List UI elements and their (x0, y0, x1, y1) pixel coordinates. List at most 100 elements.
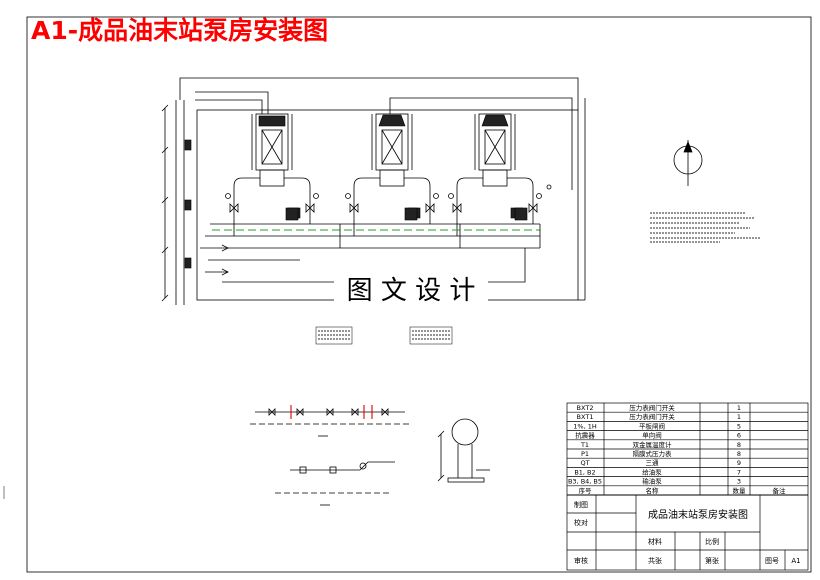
header-note: 备注 (773, 486, 787, 495)
legend-frame (315, 326, 353, 345)
pump-base (379, 169, 405, 187)
part-code: 抗震器 (575, 431, 595, 440)
pump-unit-3 (448, 113, 542, 236)
dimension-tick (161, 294, 169, 302)
dimension-tick (161, 104, 169, 112)
pump-unit-1 (225, 113, 319, 236)
motor-cross (381, 129, 403, 165)
valve-icon (229, 203, 239, 213)
part-code: QT (580, 459, 589, 467)
part-qty: 8 (737, 441, 741, 449)
dimension-tick (437, 430, 445, 438)
title-block-text: 制图 校对 审核 成品油末站泵房安装图 材料 比例 共张 第张 图号 A1 (574, 500, 801, 565)
part-code: B1, B2 (574, 468, 595, 476)
valve-icon (305, 203, 315, 213)
part-name: 压力表阀门开关 (629, 412, 675, 421)
motor-cross (484, 129, 506, 165)
pump-base (259, 169, 285, 187)
part-code: B3, B4, B5 (568, 478, 602, 486)
motor-box (381, 129, 403, 165)
part-qty: 7 (737, 468, 741, 476)
discharge-pipe (284, 177, 311, 224)
valve-icon (296, 408, 304, 416)
support-base (447, 477, 485, 483)
approved-label: 审核 (574, 556, 588, 565)
pump-room-plan (161, 77, 586, 305)
part-code: P1 (581, 450, 589, 458)
pump-base (482, 169, 508, 187)
gauge-icon (536, 193, 542, 199)
suction-pipe (456, 177, 483, 236)
drawing-no: A1 (791, 557, 800, 565)
part-qty: 1 (737, 404, 741, 412)
drawing-name: 成品油末站泵房安装图 (648, 508, 748, 521)
suction-pipe (353, 177, 380, 236)
dimension-tick (161, 146, 169, 154)
pump-cap (378, 114, 406, 127)
part-qty: 3 (737, 478, 741, 486)
part-code: T1 (580, 441, 589, 449)
north-arrow-icon (683, 140, 693, 153)
flow-arrow-icon (221, 244, 229, 252)
filter-icon (285, 207, 299, 221)
outlet-pipe (389, 97, 573, 190)
part-qty: 6 (737, 432, 741, 440)
fitting-icon (299, 466, 307, 474)
watermark-text: 图 文 设 计 (347, 276, 476, 306)
part-code: 1%, 1H (573, 422, 597, 430)
part-name: 三通 (646, 458, 660, 467)
part-name: 双金属温度计 (633, 440, 673, 449)
detail-valve-assembly (250, 405, 410, 437)
part-name: 平板闸阀 (639, 421, 665, 430)
part-code: BXT1 (577, 413, 594, 421)
header-qty: 数量 (733, 486, 747, 495)
drawing-no-label: 图号 (765, 557, 779, 565)
part-name: 压力表阀门开关 (629, 403, 675, 412)
legend-table-1 (315, 326, 353, 345)
valve-icon (425, 203, 435, 213)
watermark-backdrop (334, 272, 488, 305)
legend-table-2 (409, 326, 453, 345)
return-pipe (222, 248, 526, 283)
dimension-tick (161, 246, 169, 254)
part-qty: 9 (737, 459, 741, 467)
valve-icon (452, 203, 462, 213)
dimension-tick (161, 196, 169, 204)
sheet-label: 第张 (705, 556, 719, 565)
pipe-section (451, 418, 479, 446)
part-name: 输油泵 (642, 477, 662, 486)
pump-cap (481, 114, 509, 127)
gauge-icon (433, 193, 439, 199)
gauge-icon (345, 193, 351, 199)
pump-cap (258, 115, 286, 127)
pipe-segment (195, 91, 269, 114)
filter-icon (404, 207, 418, 221)
part-qty: 1 (737, 413, 741, 421)
total-sheets-label: 共张 (648, 556, 662, 565)
gauge-icon (448, 193, 454, 199)
legend-frame (409, 326, 453, 345)
scale-label: 比例 (705, 537, 719, 546)
discharge-pipe (507, 177, 534, 224)
filter-icon (514, 207, 528, 221)
drawn-label: 制图 (574, 500, 588, 509)
title-block (566, 402, 809, 571)
valve-icon (268, 408, 276, 416)
valve-icon (349, 203, 359, 213)
valve-icon (528, 203, 538, 213)
motor-box (261, 129, 283, 165)
sheet-frame (26, 16, 812, 573)
flow-arrow-icon (205, 268, 229, 276)
dimension-tick (437, 474, 445, 482)
part-name: 隔膜式压力表 (633, 449, 673, 458)
title-block-frame (566, 402, 809, 571)
valve-icon (326, 408, 334, 416)
north-arrow (673, 140, 703, 186)
fitting-icon (329, 466, 337, 474)
header-code: 序号 (579, 486, 593, 495)
detail-gauge-connection (275, 461, 395, 506)
general-notes (650, 212, 760, 243)
pipe-segment (195, 99, 263, 114)
detail-pipe-support (437, 418, 490, 483)
